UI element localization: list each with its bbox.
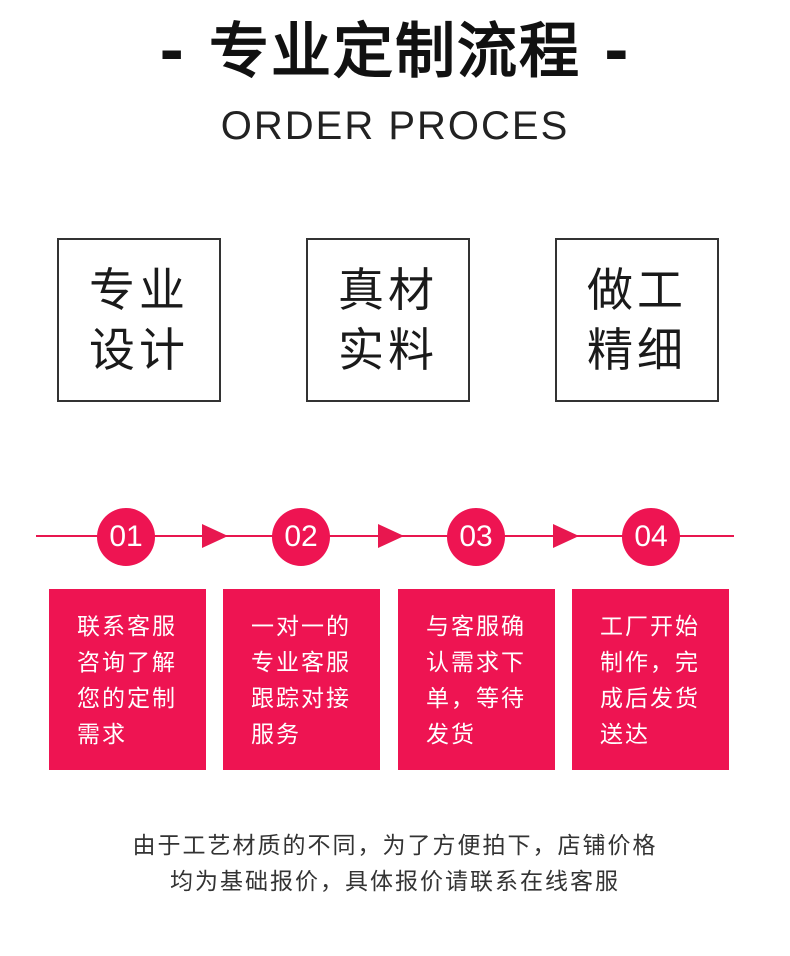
step-text-line: 认需求下 <box>426 650 526 676</box>
step-card-order: 与客服确 认需求下 单，等待 发货 <box>398 589 555 770</box>
feature-box-workmanship: 做工 精细 <box>555 238 719 402</box>
feature-box-design: 专业 设计 <box>57 238 221 402</box>
feature-box-materials: 真材 实料 <box>306 238 470 402</box>
step-number-badge: 02 <box>272 508 330 566</box>
step-text-line: 跟踪对接 <box>251 686 351 712</box>
page-title: - 专业定制流程 - <box>159 17 631 87</box>
step-number-badge: 04 <box>622 508 680 566</box>
feature-line: 设计 <box>89 323 189 377</box>
arrow-right-icon <box>202 524 228 548</box>
step-text-line: 联系客服 <box>77 614 177 640</box>
step-text-line: 工厂开始 <box>600 614 700 640</box>
step-card-delivery: 工厂开始 制作，完 成后发货 送达 <box>572 589 729 770</box>
step-text-line: 服务 <box>251 722 301 748</box>
feature-line: 真材 <box>338 263 438 317</box>
step-text-line: 专业客服 <box>251 650 351 676</box>
step-text-line: 制作，完 <box>600 650 700 676</box>
feature-line: 精细 <box>587 323 687 377</box>
page-subtitle: ORDER PROCES <box>220 104 570 148</box>
arrow-right-icon <box>378 524 404 548</box>
feature-line: 实料 <box>338 323 438 377</box>
arrow-right-icon <box>553 524 579 548</box>
step-card-contact: 联系客服 咨询了解 您的定制 需求 <box>49 589 206 770</box>
feature-line: 专业 <box>89 263 189 317</box>
feature-line: 做工 <box>587 263 687 317</box>
step-text-line: 您的定制 <box>77 686 177 712</box>
step-text-line: 成后发货 <box>600 686 700 712</box>
step-number-badge: 01 <box>97 508 155 566</box>
step-text-line: 发货 <box>426 722 476 748</box>
step-number-badge: 03 <box>447 508 505 566</box>
step-text-line: 一对一的 <box>251 614 351 640</box>
pricing-note-line: 由于工艺材质的不同，为了方便拍下，店铺价格 <box>132 833 658 859</box>
step-text-line: 送达 <box>600 722 650 748</box>
step-text-line: 咨询了解 <box>77 650 177 676</box>
step-text-line: 单，等待 <box>426 686 526 712</box>
pricing-note-line: 均为基础报价，具体报价请联系在线客服 <box>170 869 620 895</box>
step-card-service: 一对一的 专业客服 跟踪对接 服务 <box>223 589 380 770</box>
step-text-line: 需求 <box>77 722 127 748</box>
step-text-line: 与客服确 <box>426 614 526 640</box>
